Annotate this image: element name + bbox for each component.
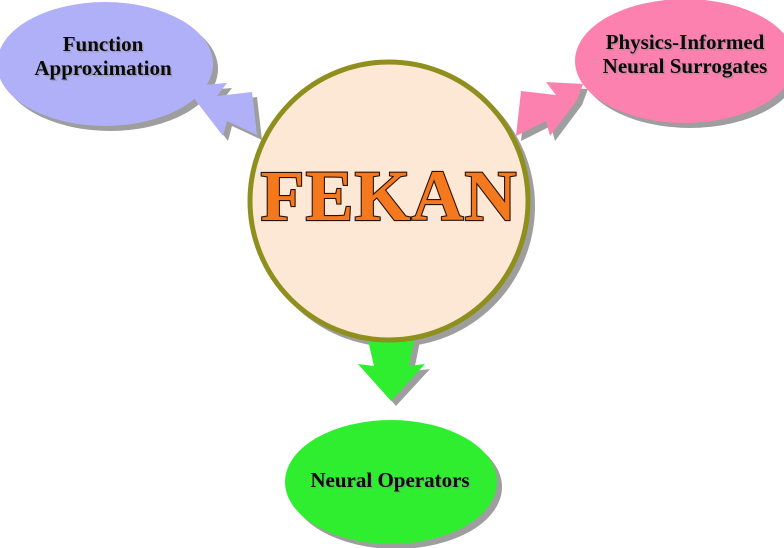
circle-fekan-center[interactable]: [247, 59, 531, 343]
arrow-function-approximation-to-fekan: [190, 83, 257, 136]
ellipse-function-approximation[interactable]: [0, 2, 213, 126]
arrow-physics-informed-to-fekan: [516, 82, 583, 136]
ellipse-neural-operators[interactable]: [285, 420, 497, 544]
ellipse-physics-informed-neural-surrogates[interactable]: [575, 0, 784, 123]
arrow-fekan-to-neural-operators: [358, 336, 425, 401]
